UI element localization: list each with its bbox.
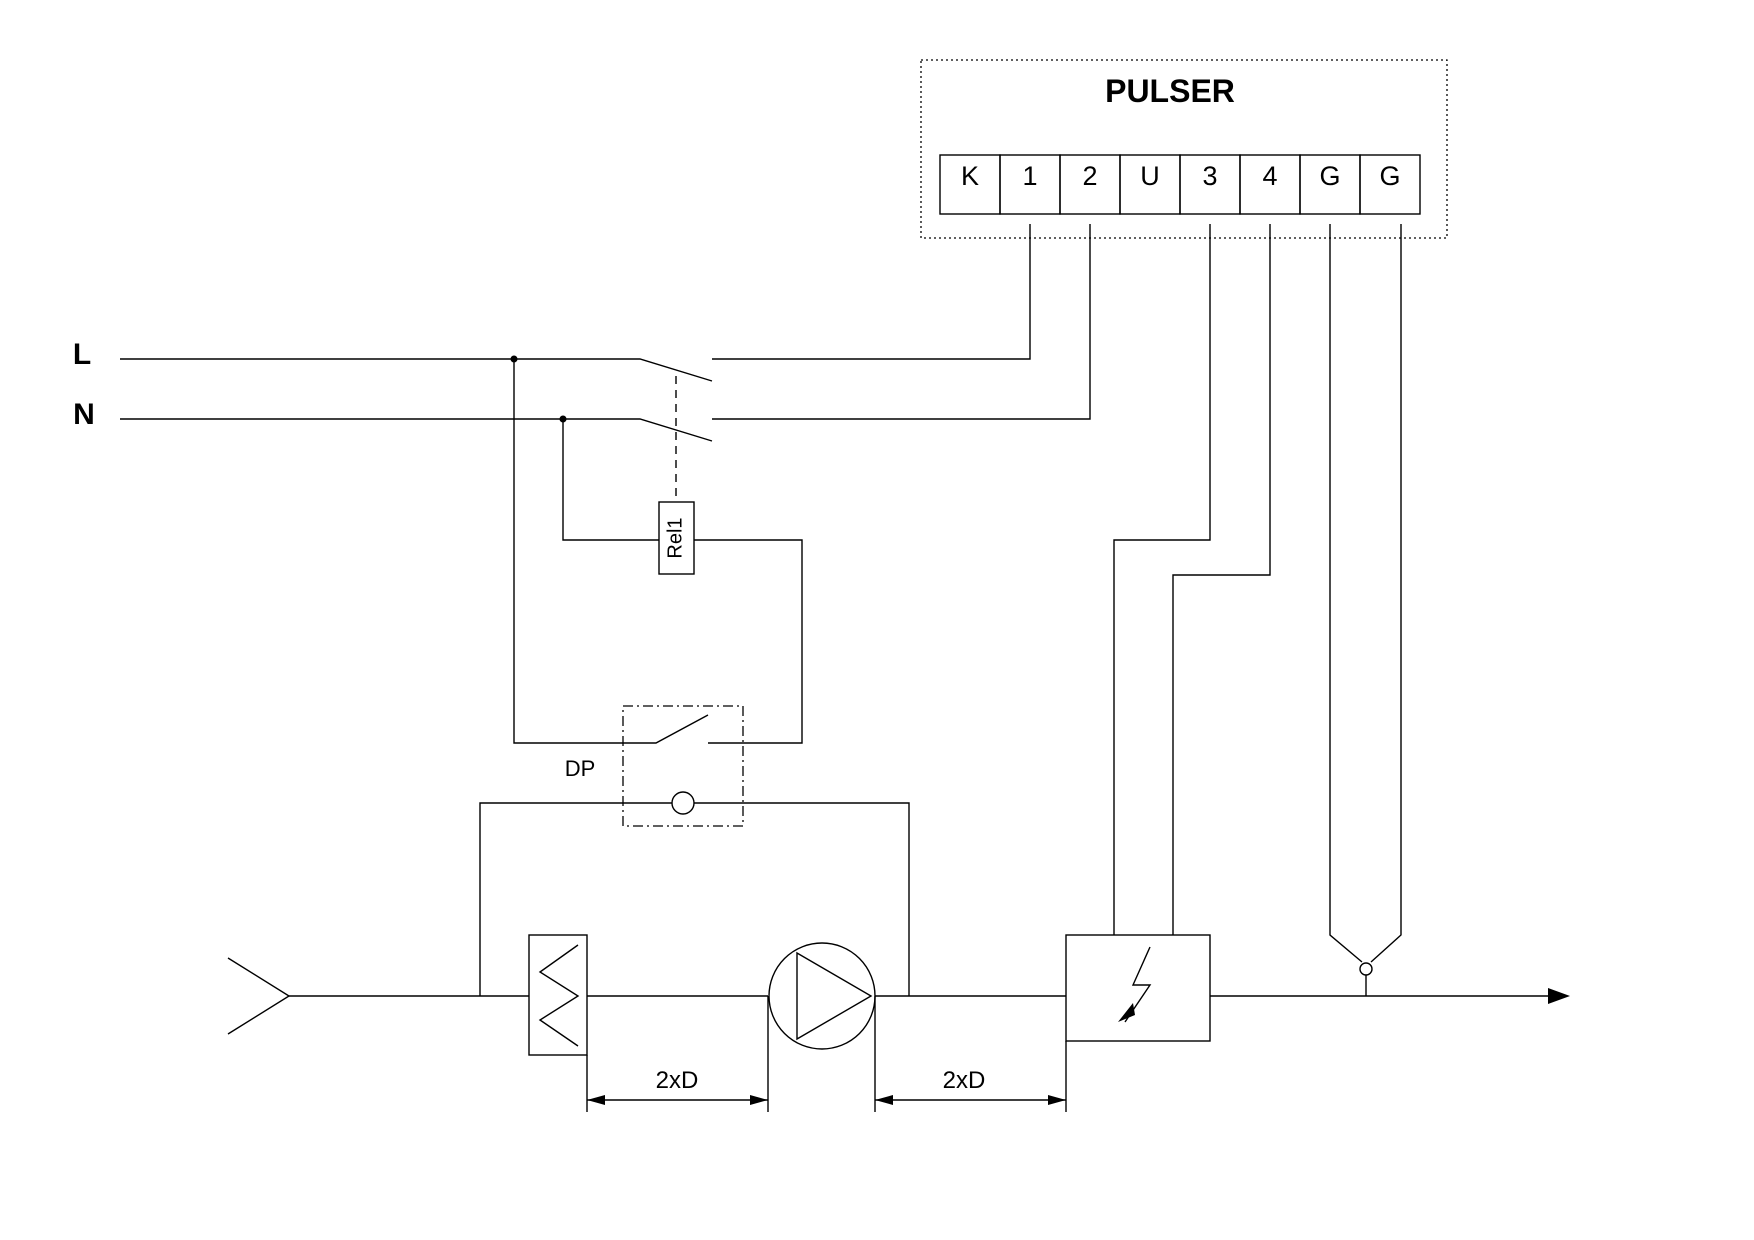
pressure-switch-dp: DP (479, 705, 910, 996)
terminal-label: 2 (1082, 161, 1097, 191)
neutral-to-relay-wire (562, 419, 659, 541)
pulser-unit: PULSER K 1 2 U 3 4 G G (920, 59, 1448, 239)
relay-coil (658, 501, 695, 575)
dimension-arrow-left-icon (587, 1095, 605, 1105)
lightning-bolt-icon (1124, 946, 1152, 1023)
ionizer-housing (1065, 934, 1211, 1042)
neutral-line-label: N (73, 398, 95, 431)
dimension-upstream-label: 2xD (656, 1067, 699, 1094)
dimension-arrow-left-icon (875, 1095, 893, 1105)
dimension-upstream: 2xD (586, 996, 769, 1112)
ground-sensor (1329, 224, 1402, 996)
ionizer-unit (1065, 224, 1271, 1042)
fan-triangle-icon (796, 951, 873, 1041)
dimension-arrow-right-icon (750, 1095, 768, 1105)
terminal-label: 1 (1022, 161, 1037, 191)
lightning-bolt-tip-icon (1118, 1003, 1135, 1022)
fan (768, 942, 876, 1050)
pressure-switch-label: DP (565, 756, 596, 781)
filter-zigzag (538, 944, 580, 1047)
terminal-label: K (961, 161, 979, 191)
flow-direction-arrow-icon (1548, 988, 1570, 1004)
terminal-label: G (1319, 161, 1340, 191)
terminal-cell (1359, 154, 1421, 215)
neutral-line (120, 418, 713, 442)
pressure-tap-downstream (694, 802, 910, 996)
pulser-enclosure (920, 59, 1448, 239)
filter (528, 934, 588, 1056)
neutral-line-to-terminal-2 (712, 224, 1091, 420)
sensor-probe-icon (1359, 962, 1373, 976)
terminal-block: K 1 2 U 3 4 G G (939, 154, 1421, 215)
terminal-g2-wire (1370, 224, 1402, 963)
pulser-title: PULSER (1105, 73, 1235, 109)
fan-housing (768, 942, 876, 1050)
duct-inlet-symbol (227, 957, 291, 1035)
terminal-4-wire (1172, 224, 1271, 935)
duct-flow-line (227, 957, 1570, 1035)
pressure-switch-enclosure (622, 705, 744, 827)
dimension-arrow-right-icon (1048, 1095, 1066, 1105)
relay-to-pressure-switch-wire (694, 539, 803, 744)
relay-label: Rel1 (664, 517, 686, 558)
live-line-to-terminal-1 (712, 224, 1031, 360)
terminal-label: 3 (1202, 161, 1217, 191)
terminal-g1-wire (1329, 224, 1363, 963)
live-to-pressure-switch-wire (513, 359, 709, 744)
dimension-downstream: 2xD (874, 996, 1067, 1112)
pressure-tap-upstream (479, 802, 672, 996)
relay-rel1: Rel1 (513, 359, 803, 744)
live-line (120, 358, 713, 382)
live-line-label: L (73, 338, 91, 371)
terminal-label: 4 (1262, 161, 1277, 191)
filter-housing (528, 934, 588, 1056)
supply-wiring (120, 224, 1091, 502)
dimension-downstream-label: 2xD (943, 1067, 986, 1094)
terminal-label: G (1379, 161, 1400, 191)
pressure-sensor-port (671, 791, 695, 815)
terminal-3-wire (1113, 224, 1211, 935)
terminal-label: U (1140, 161, 1160, 191)
